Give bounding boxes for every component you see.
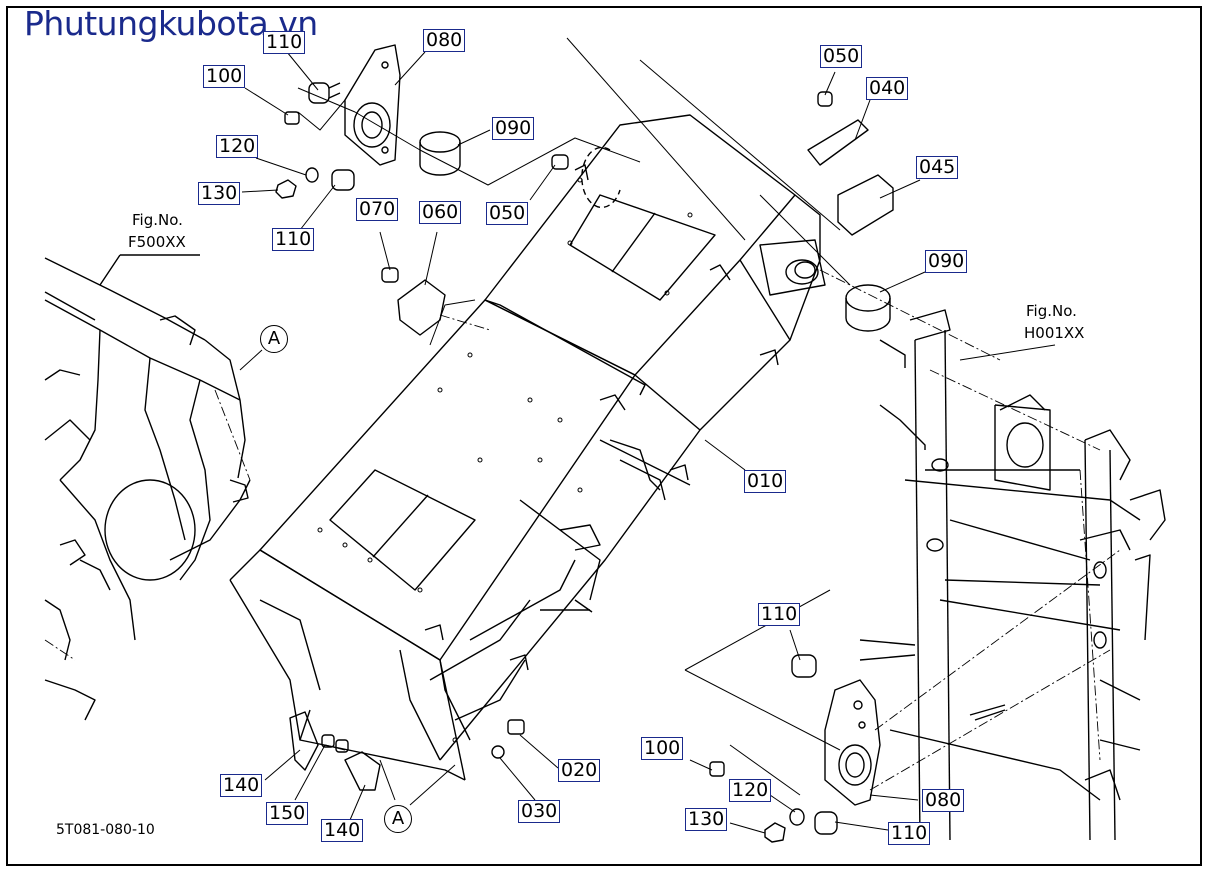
- part-label-090-b[interactable]: 090: [925, 250, 968, 273]
- nut-130-bottom: [764, 822, 786, 843]
- part-label-090-a[interactable]: 090: [492, 117, 535, 140]
- bolt-110-bottom-lower: [814, 811, 838, 835]
- fig-ref-right-line1: Fig.No.: [1026, 302, 1077, 320]
- bolt-020: [507, 719, 525, 735]
- bracket-140-right: [344, 751, 381, 791]
- grease-nipple-100-bottom: [709, 761, 725, 777]
- part-label-120-b[interactable]: 120: [729, 779, 772, 802]
- bolt-110-top-lower: [331, 169, 355, 191]
- part-label-150[interactable]: 150: [266, 802, 309, 825]
- part-label-130-a[interactable]: 130: [198, 182, 241, 205]
- part-label-100-a[interactable]: 100: [203, 65, 246, 88]
- drawing-code: 5T081-080-10: [56, 822, 155, 838]
- part-label-100-b[interactable]: 100: [641, 737, 684, 760]
- bolt-150-b: [335, 739, 349, 753]
- part-label-050-a[interactable]: 050: [820, 45, 863, 68]
- right-frame-assembly: [859, 309, 1166, 841]
- part-label-080-b[interactable]: 080: [922, 789, 965, 812]
- bracket-060: [397, 279, 446, 336]
- bracket-140-left: [289, 711, 319, 771]
- part-label-060[interactable]: 060: [419, 201, 462, 224]
- nut-130-top: [275, 179, 297, 199]
- part-label-140-b[interactable]: 140: [321, 819, 364, 842]
- part-label-050-b[interactable]: 050: [486, 202, 529, 225]
- part-label-130-b[interactable]: 130: [685, 808, 728, 831]
- bearing-bracket-080-bottom: [824, 679, 881, 806]
- part-label-110-b[interactable]: 110: [272, 228, 315, 251]
- fig-ref-left-line1: Fig.No.: [132, 211, 183, 229]
- part-label-110-d[interactable]: 110: [888, 822, 931, 845]
- left-frame-assembly: [44, 254, 251, 721]
- part-label-010[interactable]: 010: [744, 470, 787, 493]
- bolt-150-a: [321, 734, 335, 748]
- part-label-020[interactable]: 020: [558, 759, 601, 782]
- part-label-080-a[interactable]: 080: [423, 29, 466, 52]
- collar-090-top: [419, 131, 461, 176]
- bracket-045: [837, 174, 894, 236]
- bolt-070: [381, 267, 399, 283]
- fig-ref-right-line2: H001XX: [1024, 324, 1085, 342]
- bolt-050-top: [817, 91, 833, 107]
- main-housing-010: [229, 114, 826, 781]
- leader-lines: [239, 37, 1056, 834]
- grease-nipple-100-top: [284, 111, 300, 125]
- part-label-120-a[interactable]: 120: [216, 135, 259, 158]
- washer-030: [491, 745, 505, 759]
- part-label-110-c[interactable]: 110: [758, 603, 801, 626]
- bolt-050-mid: [551, 154, 569, 170]
- fig-ref-left-line2: F500XX: [128, 233, 186, 251]
- part-label-045[interactable]: 045: [916, 156, 959, 179]
- bolt-110-top: [308, 82, 341, 104]
- center-lines: [44, 269, 1121, 791]
- washer-120-top: [305, 167, 319, 183]
- part-label-110-a[interactable]: 110: [263, 31, 306, 54]
- part-label-040[interactable]: 040: [866, 77, 909, 100]
- plate-040: [807, 119, 869, 166]
- bearing-bracket-080-top: [344, 44, 401, 166]
- bolt-110-bottom: [791, 654, 817, 678]
- washer-120-bottom: [789, 808, 805, 826]
- circle-ref-a-bottom: A: [384, 805, 412, 833]
- part-label-070[interactable]: 070: [356, 198, 399, 221]
- part-label-030[interactable]: 030: [518, 800, 561, 823]
- circle-ref-a-top: A: [260, 325, 288, 353]
- collar-090-right: [845, 284, 891, 332]
- part-label-140-a[interactable]: 140: [220, 774, 263, 797]
